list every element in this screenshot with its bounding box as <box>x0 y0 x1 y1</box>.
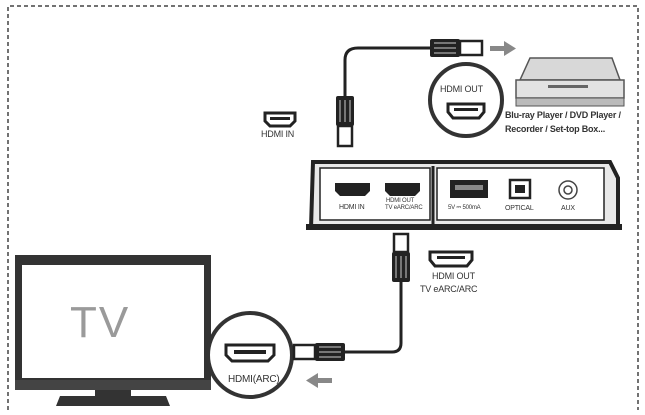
panel-hdmi-in-port <box>335 183 370 196</box>
tv-plug-tip <box>292 343 317 361</box>
player-hdmi-out-callout <box>428 62 504 138</box>
panel-hdmi-out-sub-label: TV eARC/ARC <box>385 205 423 211</box>
panel-optical-label: OPTICAL <box>505 205 534 212</box>
hdmi-port-icon <box>263 111 297 128</box>
panel-hdmi-out-label: HDMI OUT <box>386 198 415 204</box>
player-label-line2: Recorder / Set-top Box... <box>505 124 606 134</box>
dashed-border <box>7 5 639 410</box>
aux-port-icon <box>558 180 578 200</box>
panel-usb-label: 5V ⎓ 500mA <box>448 205 481 211</box>
player-device <box>515 57 625 107</box>
bottom-cable-wire <box>345 282 403 354</box>
top-plug-tip <box>458 39 484 57</box>
in-plug-tip <box>336 124 354 148</box>
panel-hdmi-in-label: HDMI IN <box>339 204 365 211</box>
hdmi-cable-icon <box>292 343 345 361</box>
box-base <box>306 224 622 230</box>
hdmi-port-icon <box>224 343 276 363</box>
out-plug-tip <box>392 232 410 254</box>
hdmi-port-icon <box>446 102 486 120</box>
hdmi-switch-box <box>306 160 622 230</box>
hdmi-arc-label: HDMI(ARC) <box>228 374 280 385</box>
player-label-line1: Blu-ray Player / DVD Player / <box>505 110 621 120</box>
panel-usb-port <box>450 180 488 198</box>
tv-stand <box>56 396 170 406</box>
player-top <box>518 57 622 81</box>
hdmi-cable-icon <box>336 96 354 148</box>
hdmi-cable-icon <box>392 232 410 282</box>
bottom-hdmi-out-label: HDMI OUT <box>432 271 475 281</box>
arrow-left-icon <box>306 373 332 388</box>
hdmi-cable-icon <box>430 39 484 57</box>
arrow-right-icon <box>490 41 516 56</box>
panel-aux-label: AUX <box>561 205 575 212</box>
optical-port-icon <box>508 178 532 200</box>
tv-set <box>15 255 211 406</box>
hdmi-in-label: HDMI IN <box>261 129 295 139</box>
player-hdmi-out-label: HDMI OUT <box>440 84 483 94</box>
panel-hdmi-out-port <box>385 183 420 196</box>
hdmi-port-icon <box>428 250 474 268</box>
player-front <box>515 79 625 99</box>
tv-screen <box>22 265 204 378</box>
tv-neck <box>95 390 131 396</box>
top-cable-wire <box>343 46 430 110</box>
bottom-tv-earc-label: TV eARC/ARC <box>420 284 478 294</box>
tv-label: TV <box>70 298 131 347</box>
